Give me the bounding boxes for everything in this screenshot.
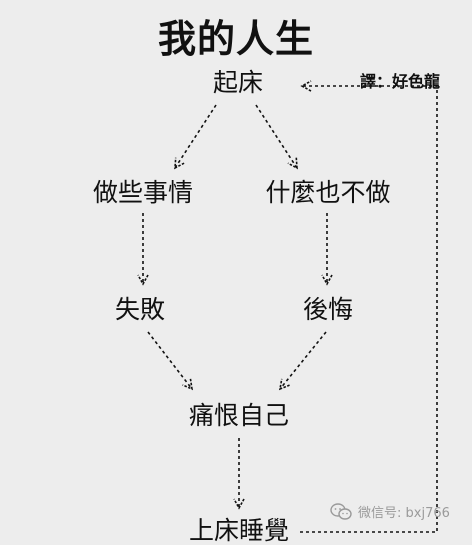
translator-credit: 譯：好色龍 xyxy=(360,72,441,91)
wechat-icon xyxy=(330,502,352,520)
node-regret: 後悔 xyxy=(302,295,353,324)
node-get-up: 起床 xyxy=(212,68,263,97)
watermark-text: 微信号: bxj766 xyxy=(358,506,450,521)
arrow-getup-to-donothing xyxy=(255,104,297,168)
arrow-fail-to-hateself xyxy=(147,331,192,389)
node-fail: 失敗 xyxy=(114,295,165,324)
arrow-loop-bed-to-getup xyxy=(300,86,438,533)
arrow-getup-to-dothings xyxy=(175,104,217,168)
watermark: 微信号: bxj766 xyxy=(330,502,450,521)
diagram-title: 我的人生 xyxy=(157,17,314,61)
node-do-things: 做些事情 xyxy=(92,178,193,207)
node-hate-self: 痛恨自己 xyxy=(188,401,289,430)
node-do-nothing: 什麼也不做 xyxy=(265,178,391,207)
arrow-regret-to-hateself xyxy=(280,331,327,389)
